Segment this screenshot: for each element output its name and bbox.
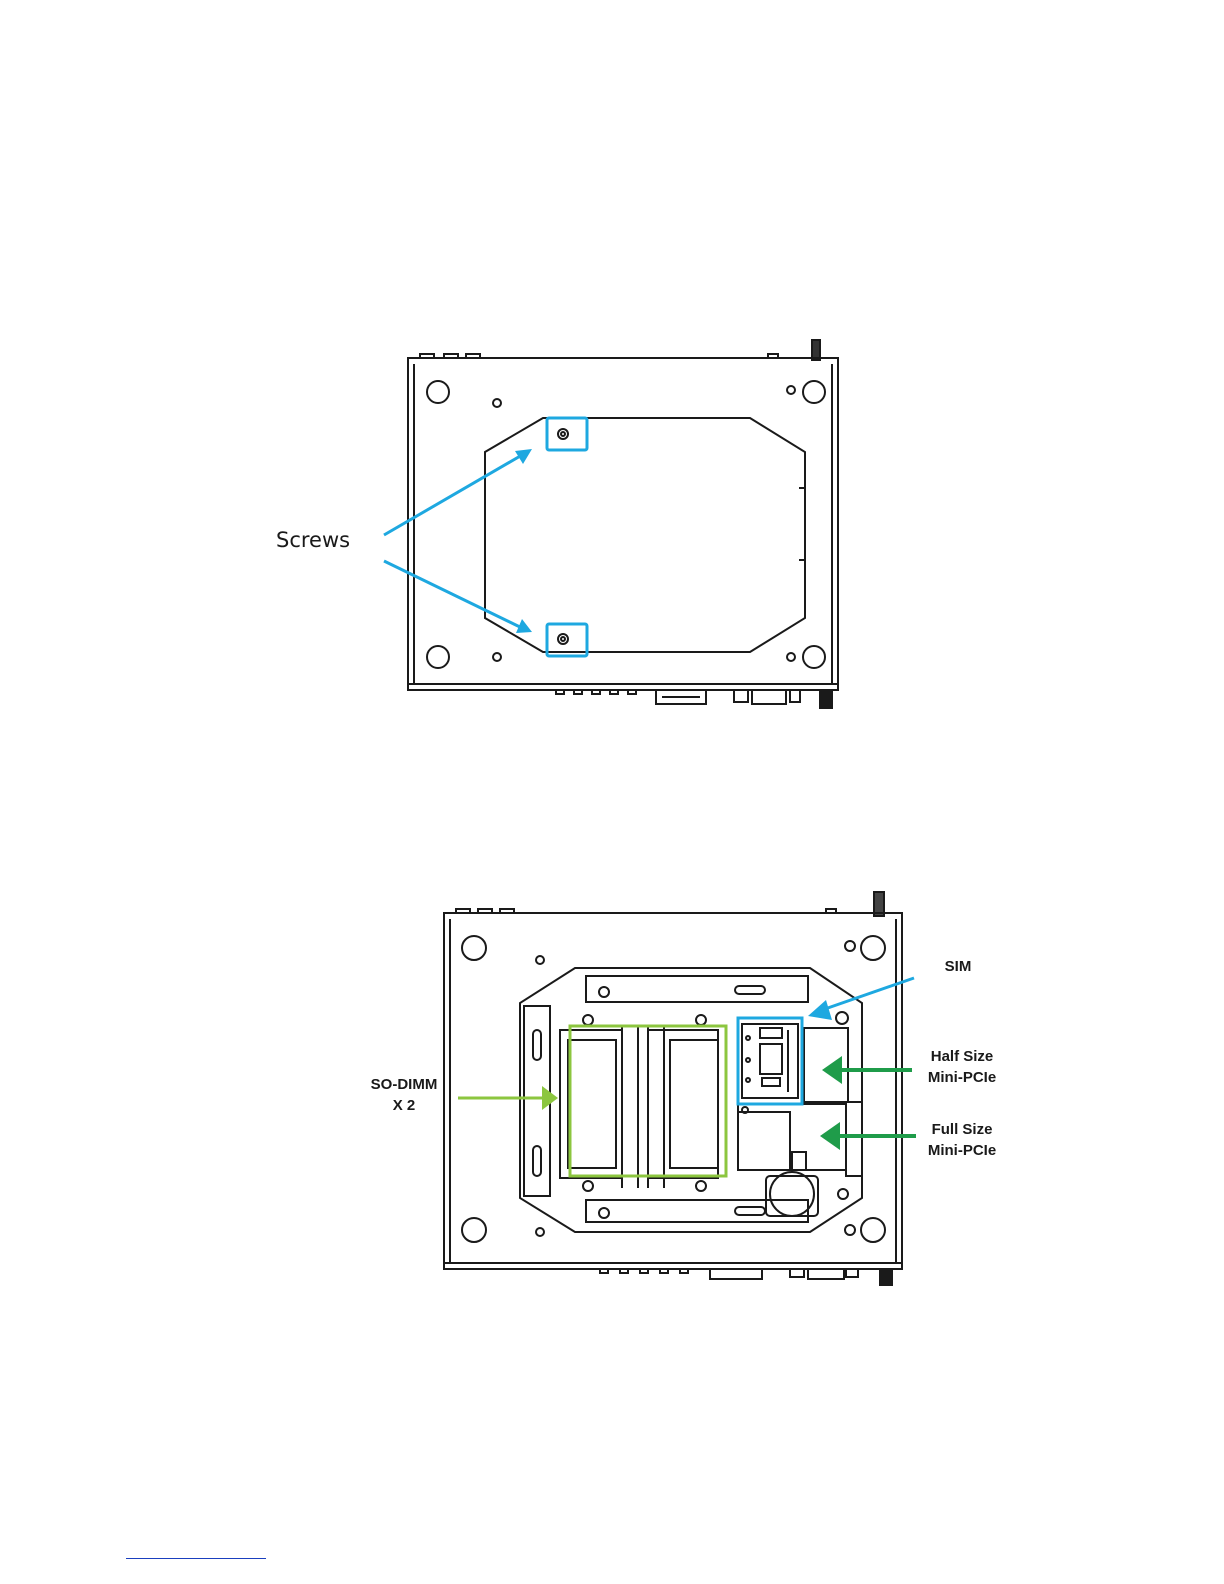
arrowhead-icon — [542, 1086, 558, 1110]
top-bracket — [586, 976, 808, 1002]
rubber-foot — [427, 381, 449, 403]
screws-label: Screws — [276, 528, 350, 552]
io-connector — [628, 690, 636, 694]
rubber-foot — [803, 381, 825, 403]
antenna-connector — [820, 690, 832, 708]
arrow-to-bottom-screw — [384, 561, 522, 628]
com-port — [752, 690, 786, 704]
chassis-screw — [493, 653, 501, 661]
full-size-minipcie-slot — [738, 1104, 846, 1170]
arrowhead-icon — [808, 1000, 832, 1020]
chassis-outline — [408, 358, 838, 690]
sim-label: SIM — [936, 956, 980, 977]
half-size-minipcie-slot — [804, 1028, 848, 1102]
chassis-screw — [787, 386, 795, 394]
arrowhead-icon — [820, 1122, 840, 1150]
rubber-foot — [861, 936, 885, 960]
arrow-to-top-screw — [384, 455, 522, 535]
mainboard-outline — [520, 968, 862, 1232]
io-connector — [592, 690, 600, 694]
sim-slot — [742, 1024, 798, 1098]
sodimm-slot-2 — [648, 1030, 718, 1178]
com-port — [846, 1269, 858, 1277]
com-port — [808, 1269, 844, 1279]
chassis-screw — [787, 653, 795, 661]
io-connector — [574, 690, 582, 694]
left-bracket — [524, 1006, 550, 1196]
bottom-bracket — [586, 1200, 808, 1222]
rubber-foot — [462, 936, 486, 960]
chassis-bottom-view-1 — [0, 0, 1224, 800]
arrowhead-icon — [822, 1056, 842, 1084]
full-size-minipcie-label: Full Size Mini-PCIe — [914, 1119, 1010, 1161]
sodimm-highlight — [570, 1026, 726, 1176]
com-port — [790, 690, 800, 702]
com-port — [734, 690, 748, 702]
sodimm-label: SO-DIMM X 2 — [356, 1074, 452, 1116]
antenna-connector — [880, 1269, 892, 1285]
antenna-connector — [874, 892, 884, 916]
rubber-foot — [861, 1218, 885, 1242]
com-port — [710, 1269, 762, 1279]
com-port — [790, 1269, 804, 1277]
half-size-minipcie-label: Half Size Mini-PCIe — [914, 1046, 1010, 1088]
rubber-foot — [462, 1218, 486, 1242]
cover-screw-top — [558, 429, 568, 439]
cmos-battery — [770, 1172, 814, 1216]
chassis-screw — [493, 399, 501, 407]
bottom-cover-plate — [485, 418, 805, 652]
footnote-separator — [126, 1558, 266, 1559]
rubber-foot — [803, 646, 825, 668]
rubber-foot — [427, 646, 449, 668]
io-connector — [556, 690, 564, 694]
sim-highlight — [738, 1018, 802, 1104]
sodimm-slot-1 — [560, 1030, 622, 1178]
arrow-to-sim — [822, 978, 914, 1010]
cover-screw-bottom — [558, 634, 568, 644]
io-connector — [610, 690, 618, 694]
chassis-outline — [444, 913, 902, 1269]
